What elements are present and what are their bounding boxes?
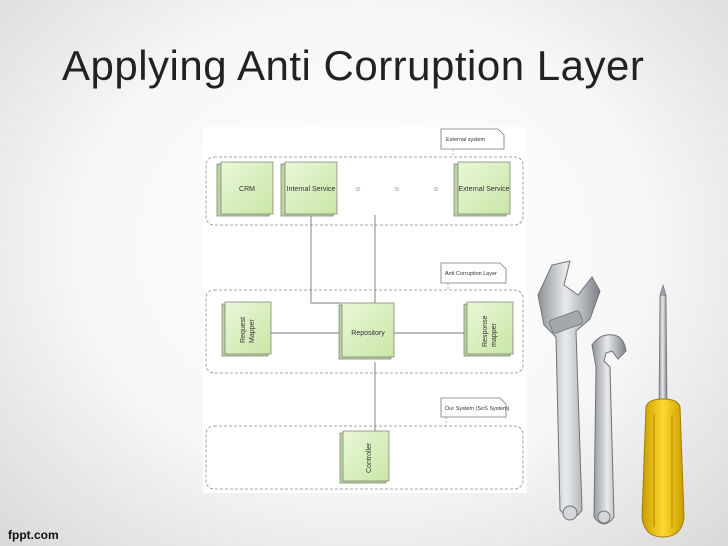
crm-node: CRM	[216, 161, 274, 217]
adjustable-wrench-icon	[537, 260, 601, 521]
external-service-label: External Service	[459, 186, 510, 193]
internal-service-label: Internal Service	[287, 186, 336, 193]
repository-label: Repository	[351, 330, 385, 337]
our-system-note: Our System (SoS System)	[440, 397, 510, 426]
tools-illustration	[537, 260, 685, 538]
response-mapper-label-1: Response	[482, 315, 489, 347]
smiley-icon: ☺	[354, 186, 361, 193]
external-service-node: External Service	[453, 161, 511, 217]
our-system-container	[205, 425, 524, 490]
request-mapper-label-1: Request	[240, 317, 247, 343]
acl-note-text: Anti Corruption Layer	[445, 271, 497, 277]
external-system-container	[205, 156, 524, 226]
controller-node: Controller	[339, 430, 390, 484]
brand-footer: fppt.com	[8, 528, 59, 542]
smiley-icon: ☺	[432, 186, 439, 193]
diagram-panel: External system Anti Corruption Layer Ou…	[203, 127, 527, 493]
our-system-note-text: Our System (SoS System)	[445, 406, 510, 412]
slide-title: Applying Anti Corruption Layer	[62, 42, 645, 89]
connectors	[271, 215, 466, 431]
request-mapper-node: Request Mapper	[221, 301, 272, 357]
acl-note: Anti Corruption Layer	[440, 262, 507, 290]
external-system-note-text: External system	[446, 137, 486, 143]
repository-node: Repository	[338, 302, 395, 360]
architecture-diagram: External system Anti Corruption Layer Ou…	[205, 128, 524, 490]
internal-service-node: Internal Service	[280, 161, 338, 217]
response-mapper-node: Response mapper	[463, 301, 514, 357]
controller-label: Controller	[366, 442, 373, 473]
smiley-icon: ☺	[393, 186, 400, 193]
acl-container	[205, 289, 524, 374]
screwdriver-icon	[641, 283, 685, 538]
request-mapper-label-2: Mapper	[249, 319, 256, 343]
external-system-note: External system	[440, 128, 505, 157]
response-mapper-label-2: mapper	[491, 323, 498, 347]
combination-wrench-icon	[591, 334, 627, 525]
crm-label: CRM	[239, 186, 255, 193]
